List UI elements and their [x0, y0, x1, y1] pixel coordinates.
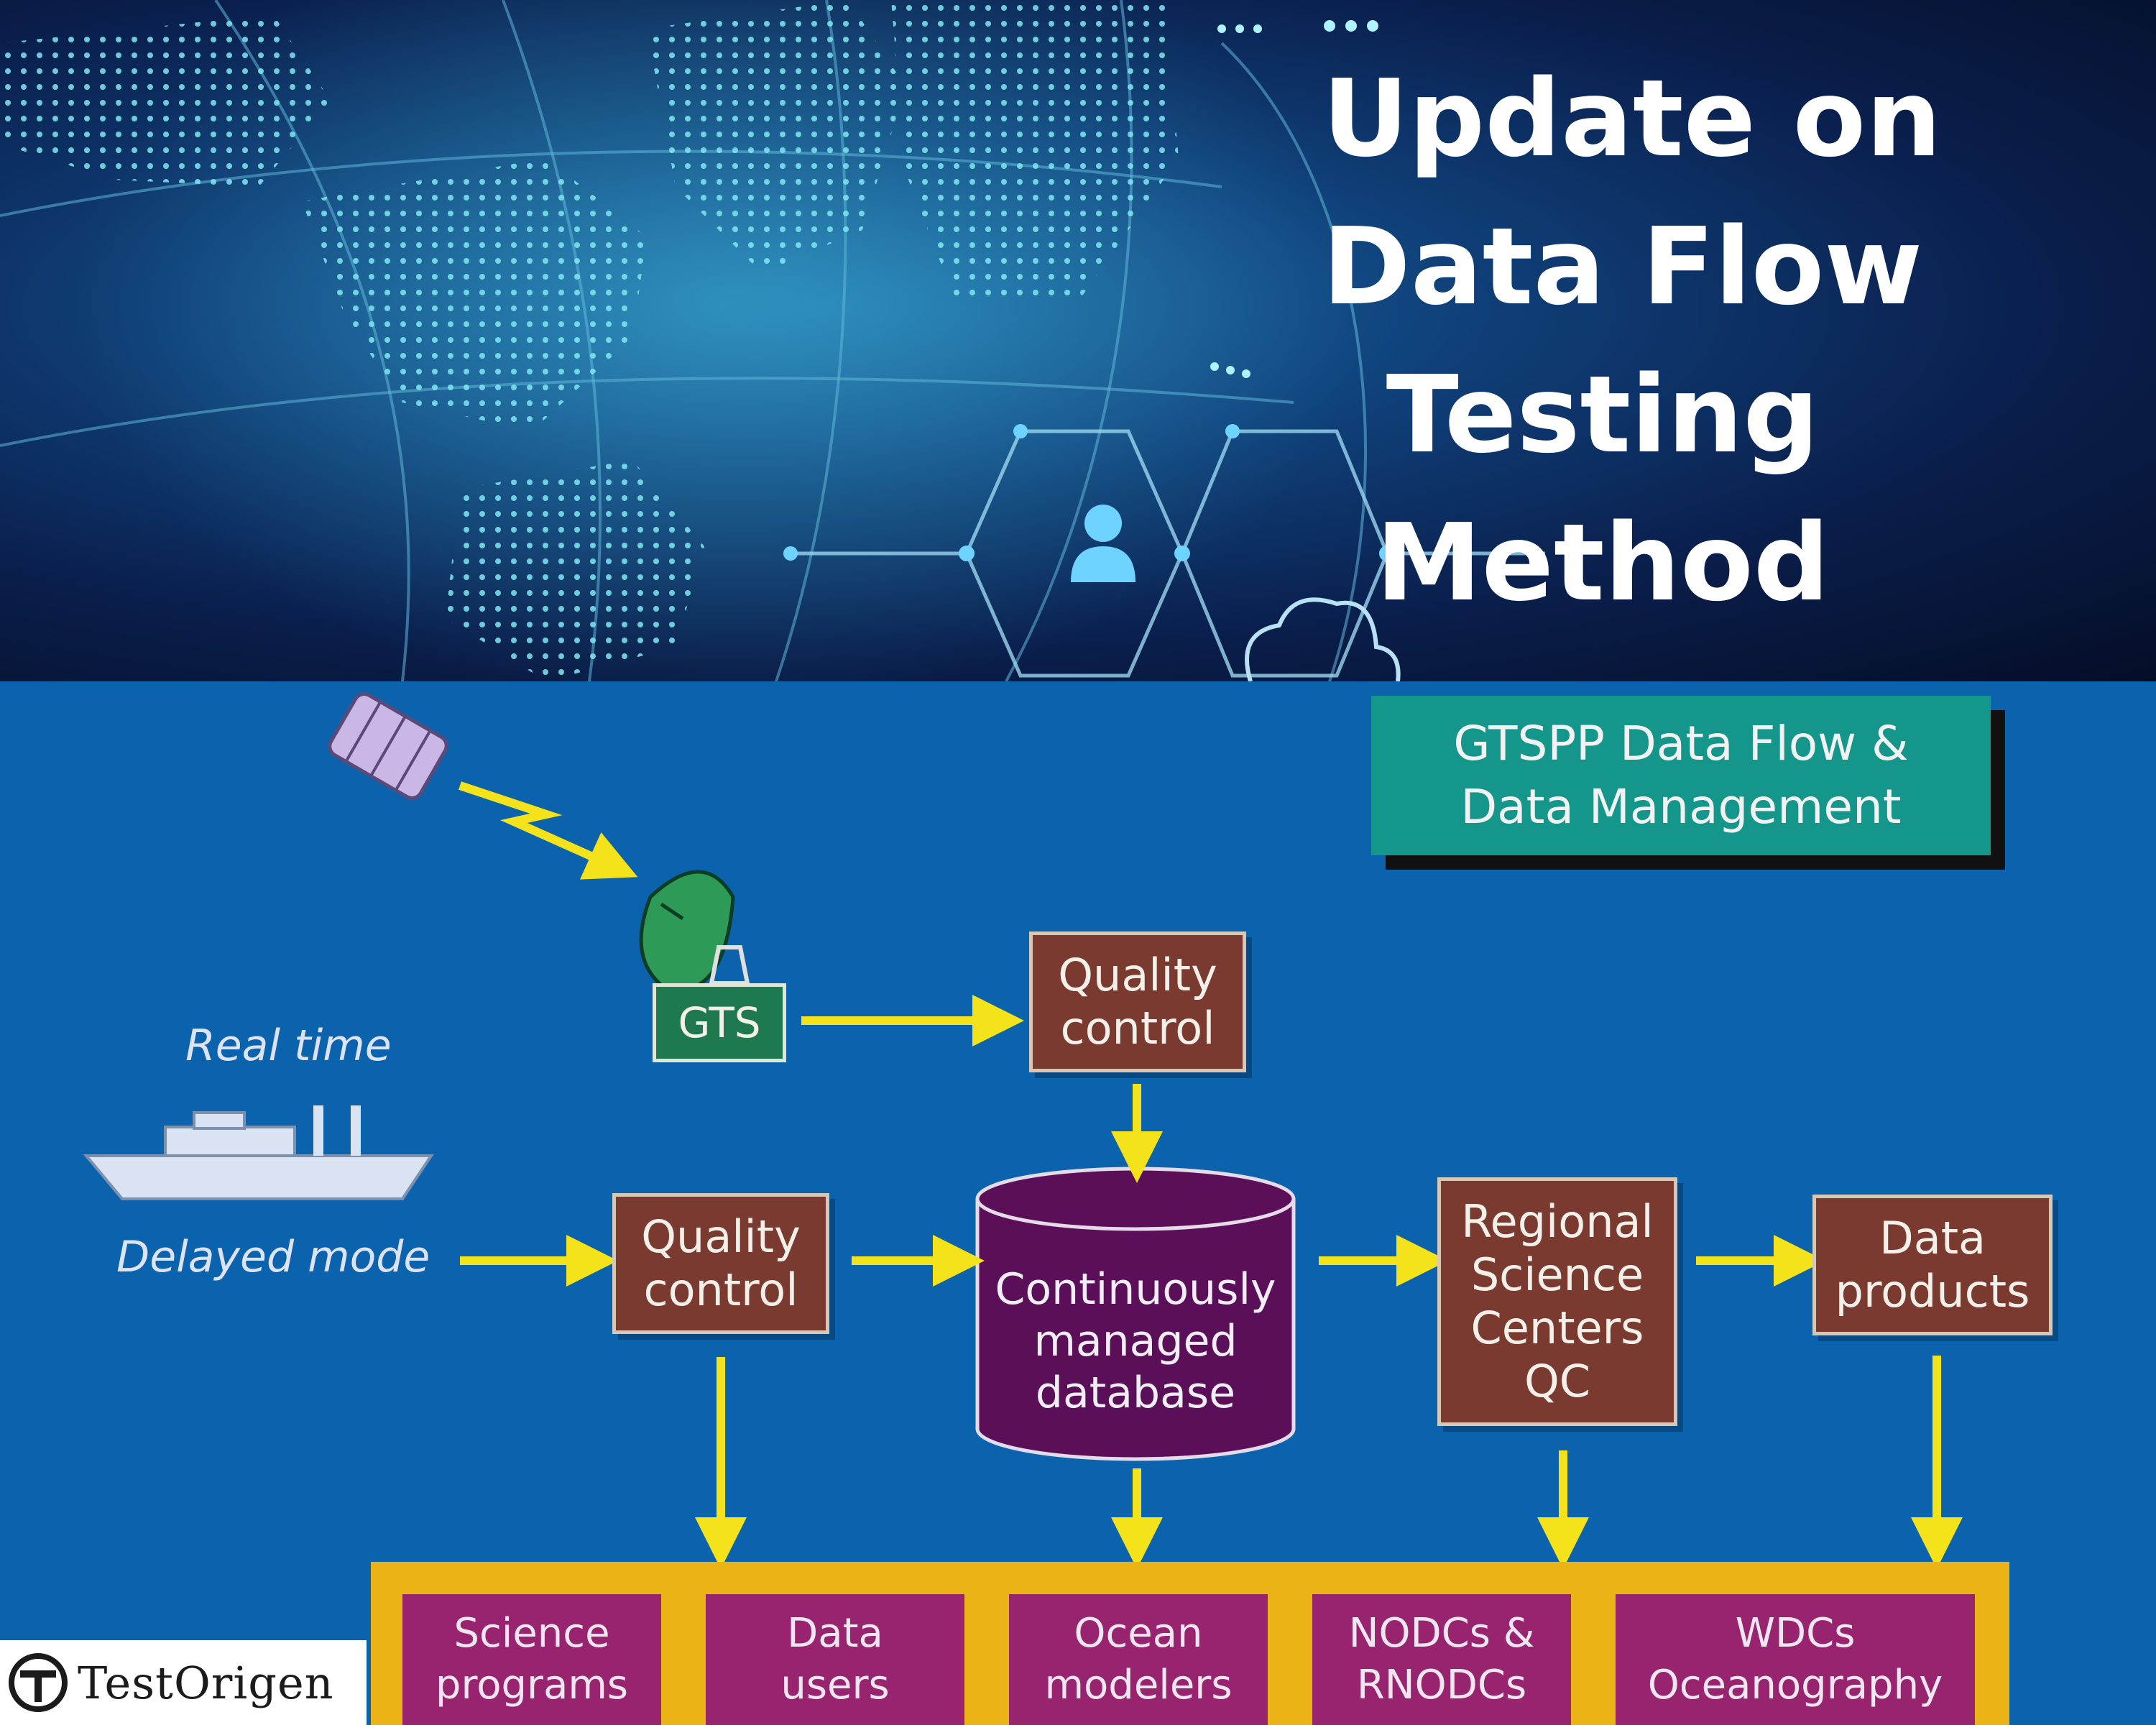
destination-line: WDCs: [1735, 1610, 1856, 1657]
real-time-label: Real time: [185, 1021, 392, 1071]
products-line: products: [1835, 1265, 2030, 1317]
destination-line: Oceanography: [1647, 1662, 1943, 1708]
database-label: Continuously managed database: [977, 1264, 1294, 1419]
destination-ocean-modelers: Ocean modelers: [1009, 1594, 1268, 1725]
data-flow-diagram: GTSPP Data Flow & Data Management Real t…: [0, 681, 2156, 1725]
destination-data-users: Data users: [706, 1594, 964, 1725]
diagram-title-line: Data Management: [1460, 779, 1902, 834]
destination-wdcs-oceanography: WDCs Oceanography: [1616, 1594, 1975, 1725]
banner-title-line: Testing: [1386, 353, 1820, 477]
regional-line: Centers: [1470, 1302, 1644, 1354]
banner-title-line: Method: [1376, 501, 1830, 625]
delayed-mode-label: Delayed mode: [116, 1232, 430, 1282]
database-label-line: Continuously: [995, 1264, 1276, 1315]
qc-left-line: control: [643, 1264, 798, 1316]
destination-nodcs-rnodcs: NODCs & RNODCs: [1312, 1594, 1571, 1725]
quality-control-left-box: Quality control: [612, 1193, 829, 1334]
destination-line: programs: [435, 1662, 629, 1708]
quality-control-top-box: Quality control: [1029, 932, 1246, 1072]
destination-line: Data: [787, 1610, 883, 1657]
qc-top-line: Quality: [1058, 949, 1217, 1001]
diagram-graphics: [83, 692, 1963, 1569]
regional-line: Regional: [1461, 1195, 1654, 1248]
gts-label: GTS: [678, 998, 761, 1047]
gts-box: GTS: [653, 983, 786, 1062]
satellite-downlink-signal-icon: [459, 781, 638, 880]
regional-line: QC: [1524, 1355, 1591, 1407]
logo-text: TestOrigen: [78, 1656, 334, 1709]
database-label-line: database: [1035, 1368, 1236, 1418]
database-label-line: managed: [1033, 1316, 1238, 1366]
regional-line: Science: [1470, 1248, 1644, 1301]
digital-globe-background: [0, 0, 1545, 681]
destination-line: NODCs &: [1348, 1610, 1535, 1657]
destination-line: Ocean: [1074, 1610, 1203, 1657]
banner-title: Update on Data Flow Testing Method: [1322, 45, 1942, 637]
data-products-box: Data products: [1812, 1195, 2053, 1335]
destination-line: RNODCs: [1356, 1662, 1527, 1708]
banner-title-line: Update on: [1322, 57, 1942, 180]
qc-left-line: Quality: [641, 1210, 801, 1263]
destination-line: modelers: [1044, 1662, 1233, 1708]
destination-line: Science: [453, 1610, 610, 1657]
database-cylinder: [975, 1167, 1296, 1461]
satellite-icon: [328, 692, 448, 800]
t-circle-logo-icon: [9, 1653, 68, 1712]
diagram-title-box: GTSPP Data Flow & Data Management: [1371, 696, 1991, 855]
qc-top-line: control: [1060, 1002, 1215, 1054]
header-banner: Update on Data Flow Testing Method: [0, 0, 2156, 681]
ship-icon: [83, 1105, 434, 1200]
satellite-dish-icon: [639, 870, 750, 993]
destination-science-programs: Science programs: [402, 1594, 661, 1725]
diagram-title-line: GTSPP Data Flow &: [1453, 716, 1909, 771]
banner-title-line: Data Flow: [1322, 205, 1923, 328]
products-line: Data: [1879, 1212, 1986, 1264]
regional-science-centers-box: Regional Science Centers QC: [1437, 1177, 1677, 1426]
destination-line: users: [780, 1662, 890, 1708]
user-icon: [1071, 505, 1135, 582]
testorigen-logo: TestOrigen: [0, 1640, 367, 1725]
